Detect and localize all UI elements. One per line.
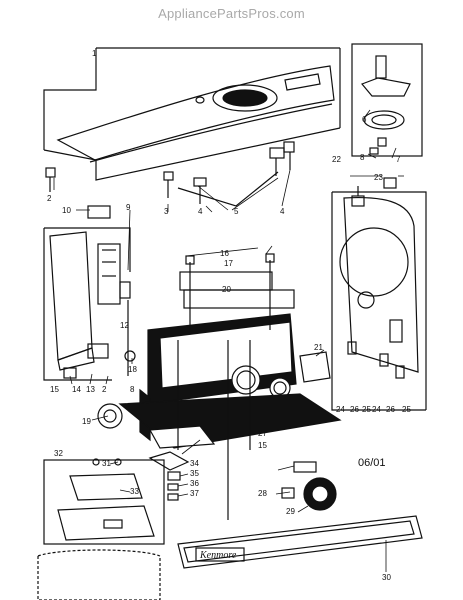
kenmore-nameplate: [177, 515, 423, 569]
side-cover-assembly: [331, 177, 427, 411]
callout-21: 21: [314, 343, 323, 352]
bed-plate-assembly: [37, 458, 165, 600]
callout-25a: 25: [362, 405, 371, 414]
cover-screws: [45, 141, 295, 207]
callout-15a: 15: [50, 385, 59, 394]
callout-31: 31: [102, 459, 111, 468]
face-cover-assembly: [43, 205, 131, 381]
callout-17: 17: [224, 259, 233, 268]
callout-2b: 2: [102, 385, 107, 394]
callout-8b: 8: [130, 385, 135, 394]
callout-35: 35: [190, 469, 199, 478]
callout-33: 33: [130, 487, 139, 496]
callout-14: 14: [72, 385, 81, 394]
callout-37: 37: [190, 489, 199, 498]
callout-32: 32: [54, 449, 63, 458]
callout-13: 13: [86, 385, 95, 394]
callout-18: 18: [128, 365, 137, 374]
callout-2a: 2: [47, 194, 52, 203]
callout-26b: 26: [386, 405, 395, 414]
callout-29: 29: [286, 507, 295, 516]
callout-4b: 4: [280, 207, 285, 216]
callout-4a: 4: [198, 207, 203, 216]
top-cover: [43, 47, 341, 181]
callout-22: 22: [332, 155, 341, 164]
detail-box-bobbin-winder: [351, 43, 423, 157]
callout-7: 7: [396, 155, 401, 164]
bottom-hardware: [148, 451, 337, 511]
callout-12: 12: [120, 321, 129, 330]
nameplate-brand-text: Kenmore: [199, 550, 237, 561]
callout-5: 5: [234, 207, 239, 216]
callout-16: 16: [220, 249, 229, 258]
callout-30: 30: [382, 573, 391, 582]
date-code: 06/01: [358, 457, 386, 469]
callout-24a: 24: [336, 405, 345, 414]
callout-6: 6: [362, 115, 367, 124]
callout-24b: 24: [372, 405, 381, 414]
leader-lines: [53, 52, 404, 572]
callout-1: 1: [92, 49, 97, 58]
callout-labels: 1 2 2 3 4 4 5 6 7 8 8 9 10 12 13 14 15 1…: [47, 49, 411, 582]
callout-36: 36: [190, 479, 199, 488]
machine-frame: [97, 253, 342, 520]
callout-28: 28: [258, 489, 267, 498]
callout-23: 23: [374, 173, 383, 182]
callout-19: 19: [82, 417, 91, 426]
callout-27: 27: [258, 429, 267, 438]
callout-15b: 15: [258, 441, 267, 450]
callout-10: 10: [62, 206, 71, 215]
callout-9: 9: [126, 203, 131, 212]
callout-34: 34: [190, 459, 199, 468]
callout-8a: 8: [360, 153, 365, 162]
callout-26a: 26: [350, 405, 359, 414]
callout-3: 3: [164, 207, 169, 216]
callout-25b: 25: [402, 405, 411, 414]
callout-20: 20: [222, 285, 231, 294]
site-watermark: AppliancePartsPros.com: [158, 6, 305, 21]
